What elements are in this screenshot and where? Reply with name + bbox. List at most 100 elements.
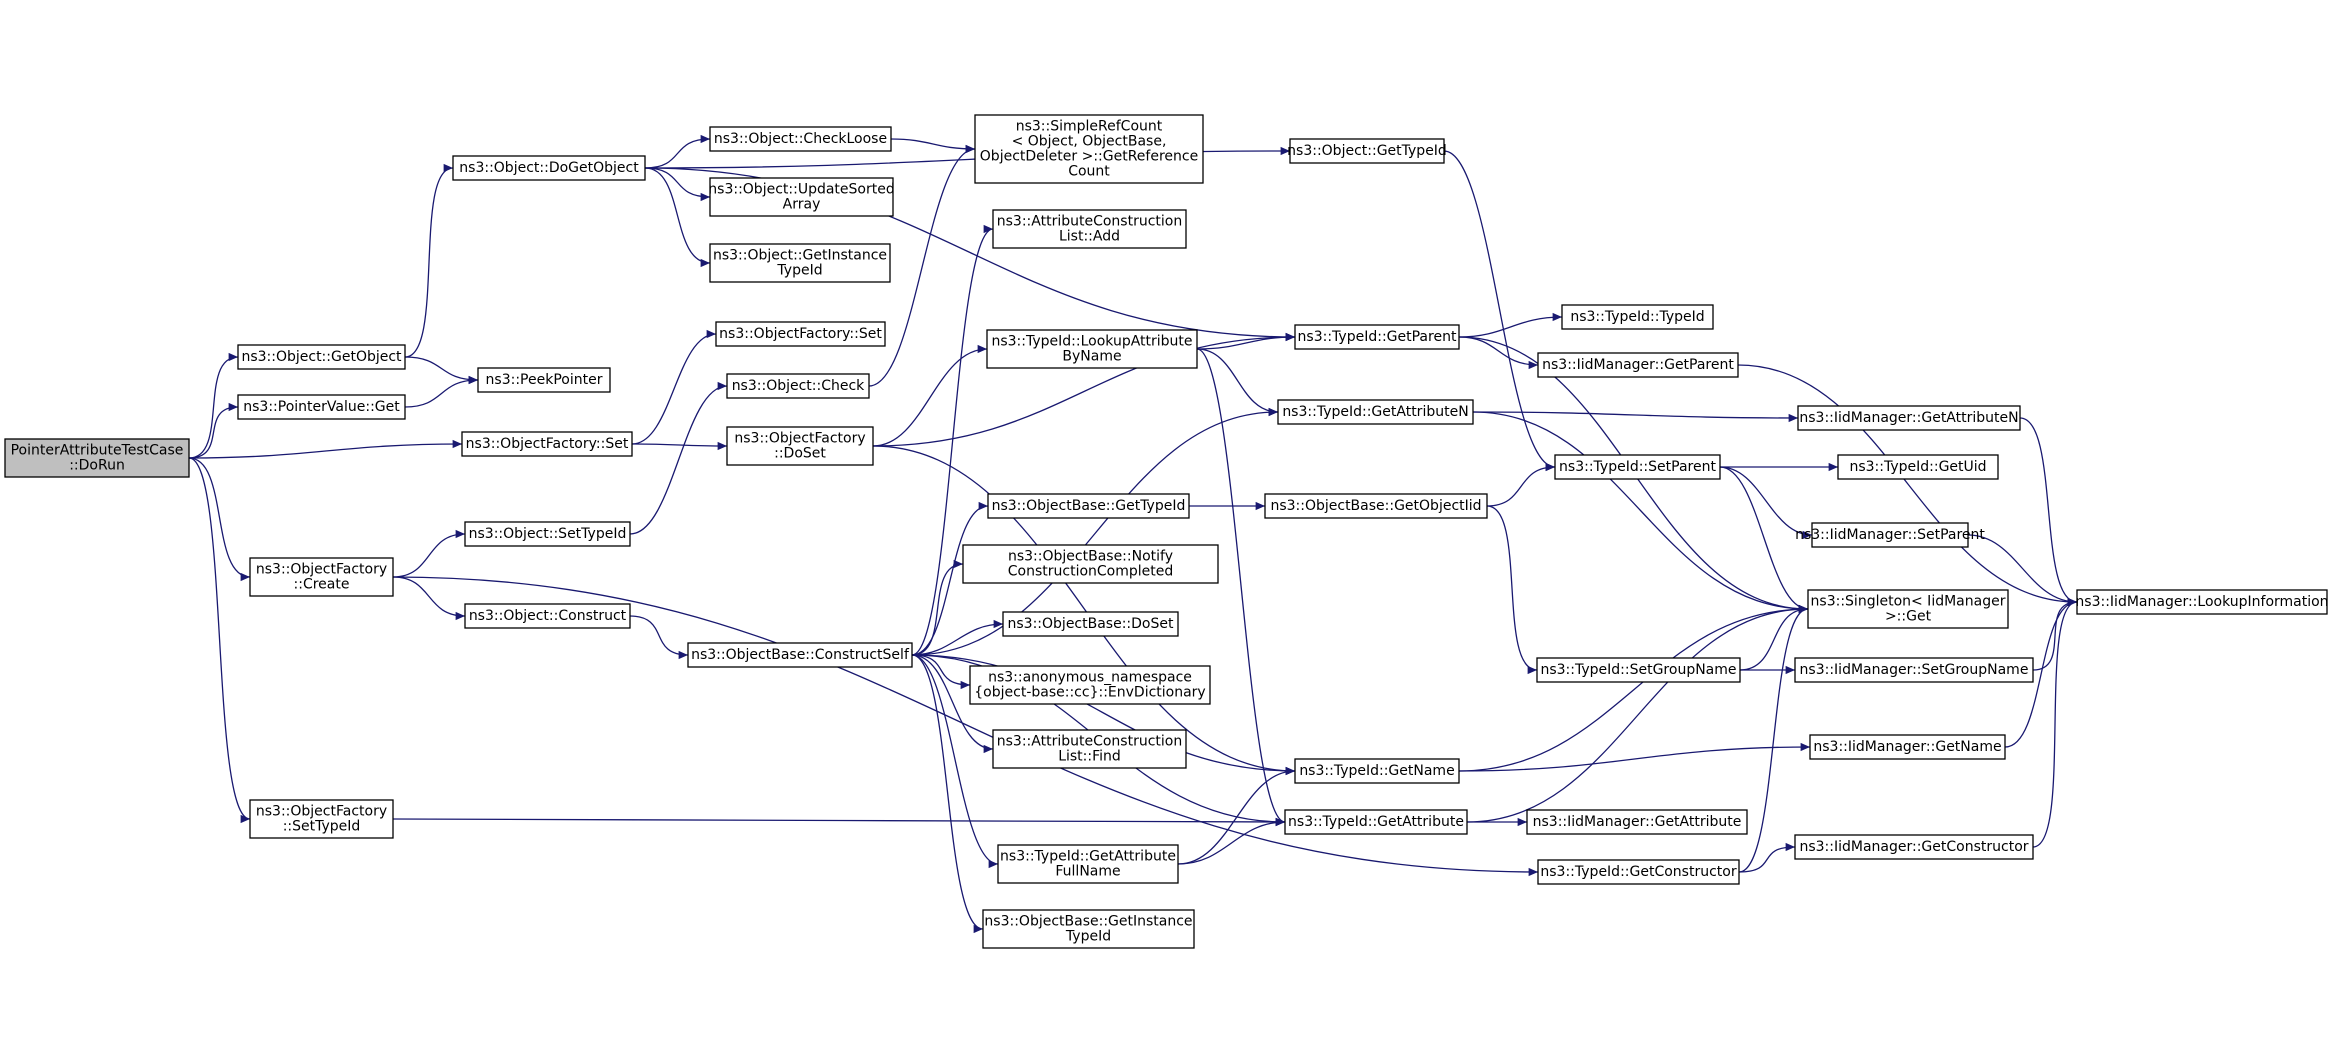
node-box <box>1554 454 1721 480</box>
edge-n31-n44 <box>1458 742 1811 772</box>
node-label: ns3::TypeId::GetAttributeN <box>1282 404 1468 420</box>
edge-n28-n33 <box>1458 312 1563 338</box>
edge-n30-n35 <box>1486 462 1556 507</box>
node-n3[interactable]: ns3::ObjectFactory::Set <box>461 431 633 457</box>
node-label: ConstructionCompleted <box>1008 564 1174 580</box>
node-n8[interactable]: ns3::ObjectFactory::Set <box>715 321 886 347</box>
node-label: ns3::Object::Check <box>732 378 865 394</box>
node-n21[interactable]: ns3::ObjectBase::NotifyConstructionCompl… <box>962 544 1219 584</box>
node-label: ns3::SimpleRefCount <box>1016 119 1163 135</box>
node-n16[interactable]: ns3::SimpleRefCount< Object, ObjectBase,… <box>974 114 1204 184</box>
node-n12[interactable]: ns3::Object::Construct <box>464 603 631 629</box>
edge-n19-n20 <box>911 501 989 656</box>
node-label: ns3::ObjectFactory::Set <box>466 436 629 452</box>
node-n32[interactable]: ns3::TypeId::GetAttribute <box>1284 809 1468 835</box>
edge-n19-n26 <box>911 654 984 934</box>
node-box <box>1264 493 1488 519</box>
node-box <box>1277 399 1474 425</box>
node-label: ns3::ObjectFactory::Set <box>719 326 882 342</box>
node-n31[interactable]: ns3::TypeId::GetName <box>1294 758 1460 784</box>
node-label: ns3::IidManager::LookupInformation <box>2075 594 2328 610</box>
call-edges <box>188 134 2078 934</box>
node-label: ns3::anonymous_namespace <box>988 670 1192 686</box>
edge-n13-n16 <box>890 138 976 154</box>
edge-n0-n5 <box>188 457 251 824</box>
node-n33[interactable]: ns3::TypeId::TypeId <box>1561 304 1714 330</box>
node-n41[interactable]: ns3::IidManager::SetParent <box>1795 522 1985 548</box>
node-n1[interactable]: ns3::Object::GetObject <box>237 344 406 370</box>
node-label: ns3::Object::UpdateSorted <box>708 182 894 198</box>
node-label: ns3::TypeId::SetGroupName <box>1540 662 1736 678</box>
node-n6[interactable]: ns3::Object::DoGetObject <box>452 155 646 181</box>
node-box <box>1526 809 1748 835</box>
node-n19[interactable]: ns3::ObjectBase::ConstructSelf <box>687 642 913 668</box>
node-box <box>477 367 611 393</box>
node-n10[interactable]: ns3::ObjectFactory::DoSet <box>726 426 874 466</box>
node-n30[interactable]: ns3::ObjectBase::GetObjectIid <box>1264 493 1488 519</box>
node-n37[interactable]: ns3::IidManager::GetAttribute <box>1526 809 1748 835</box>
node-n40[interactable]: ns3::TypeId::GetUid <box>1837 454 1999 480</box>
node-n38[interactable]: ns3::TypeId::GetConstructor <box>1537 859 1740 885</box>
node-label: ns3::ObjectBase::GetInstance <box>984 914 1192 930</box>
node-label: ns3::TypeId::GetConstructor <box>1540 864 1736 880</box>
node-box <box>1797 405 2021 431</box>
edge-n38-n42 <box>1738 604 1809 873</box>
node-n34[interactable]: ns3::IidManager::GetParent <box>1537 352 1739 378</box>
node-n13[interactable]: ns3::Object::CheckLoose <box>709 126 892 152</box>
node-label: List::Add <box>1059 229 1120 245</box>
node-n2[interactable]: ns3::PointerValue::Get <box>237 394 406 420</box>
edge-n39-n46 <box>2019 417 2078 607</box>
node-label: ns3::IidManager::GetParent <box>1542 357 1734 373</box>
node-box <box>4 438 190 478</box>
node-n20[interactable]: ns3::ObjectBase::GetTypeId <box>987 493 1190 519</box>
node-n5[interactable]: ns3::ObjectFactory::SetTypeId <box>249 799 394 839</box>
node-label: ns3::IidManager::GetConstructor <box>1799 839 2028 855</box>
node-n29[interactable]: ns3::TypeId::GetAttributeN <box>1277 399 1474 425</box>
node-n42[interactable]: ns3::Singleton< IidManager>::Get <box>1807 589 2009 629</box>
node-n35[interactable]: ns3::TypeId::SetParent <box>1554 454 1721 480</box>
node-label: List::Find <box>1058 749 1121 765</box>
node-n46[interactable]: ns3::IidManager::LookupInformation <box>2075 589 2329 615</box>
node-n11[interactable]: ns3::Object::SetTypeId <box>464 521 631 547</box>
node-label: ns3::Object::GetObject <box>241 349 402 365</box>
edge-n4-n11 <box>392 529 466 578</box>
node-n43[interactable]: ns3::IidManager::SetGroupName <box>1794 657 2034 683</box>
node-n45[interactable]: ns3::IidManager::GetConstructor <box>1794 834 2034 860</box>
node-n0[interactable]: PointerAttributeTestCase::DoRun <box>4 438 190 478</box>
node-n22[interactable]: ns3::ObjectBase::DoSet <box>1002 611 1179 637</box>
node-n7[interactable]: ns3::PeekPointer <box>477 367 611 393</box>
node-label: ns3::ObjectBase::GetTypeId <box>992 498 1186 514</box>
node-label: ::SetTypeId <box>283 819 361 835</box>
edge-n31-n42 <box>1458 604 1809 772</box>
node-n36[interactable]: ns3::TypeId::SetGroupName <box>1536 657 1741 683</box>
node-label: ns3::ObjectFactory <box>256 562 387 578</box>
node-n27[interactable]: ns3::Object::GetTypeId <box>1287 138 1447 164</box>
node-label: ns3::TypeId::LookupAttribute <box>991 334 1192 350</box>
node-label: ns3::TypeId::SetParent <box>1559 459 1716 475</box>
node-n9[interactable]: ns3::Object::Check <box>726 373 870 399</box>
node-box <box>1294 758 1460 784</box>
node-box <box>1294 324 1460 350</box>
node-box <box>992 209 1187 249</box>
node-n23[interactable]: ns3::anonymous_namespace{object-base::cc… <box>969 665 1211 705</box>
edge-n2-n7 <box>404 375 479 408</box>
node-box <box>709 126 892 152</box>
node-n4[interactable]: ns3::ObjectFactory::Create <box>249 557 394 597</box>
node-n39[interactable]: ns3::IidManager::GetAttributeN <box>1797 405 2021 431</box>
node-box <box>687 642 913 668</box>
node-n44[interactable]: ns3::IidManager::GetName <box>1809 734 2006 760</box>
node-label: ns3::IidManager::GetAttributeN <box>1799 410 2018 426</box>
node-n28[interactable]: ns3::TypeId::GetParent <box>1294 324 1460 350</box>
node-label: >::Get <box>1885 609 1932 625</box>
edge-n19-n21 <box>911 559 964 656</box>
edge-n44-n46 <box>2004 597 2078 748</box>
node-box <box>2076 589 2328 615</box>
edge-n1-n7 <box>404 356 479 385</box>
